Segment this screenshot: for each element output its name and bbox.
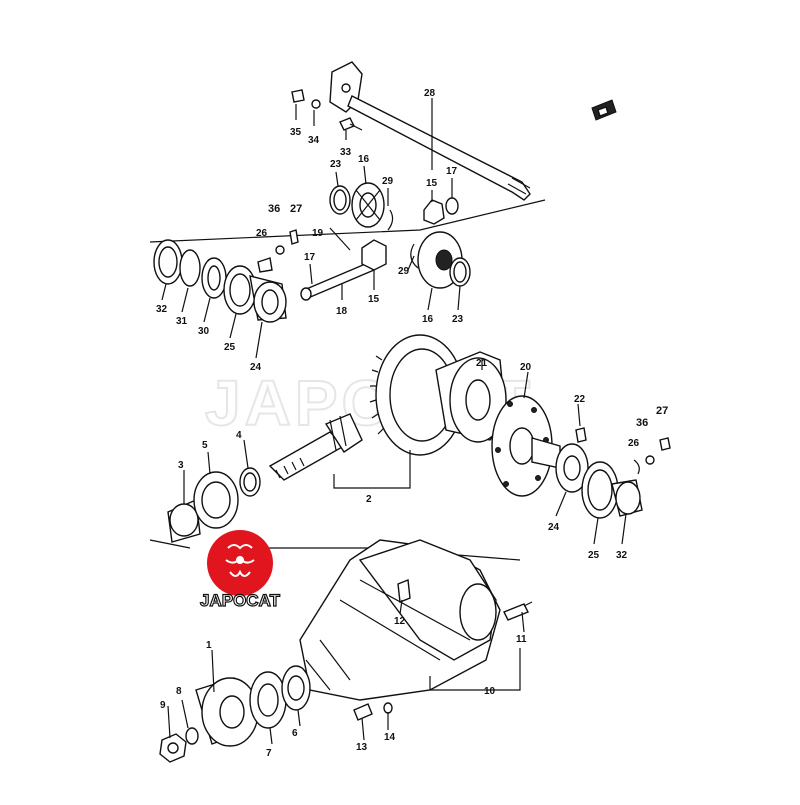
callout-8: 8: [176, 686, 182, 697]
callout-33: 33: [340, 147, 352, 158]
callout-36-left: 36: [268, 203, 280, 215]
callout-32-right: 32: [616, 550, 628, 561]
callout-23-lower: 23: [452, 314, 464, 325]
connector-top-right: [591, 99, 617, 121]
callout-25-right: 25: [588, 550, 600, 561]
callout-16-lower: 16: [422, 314, 434, 325]
callout-11: 11: [516, 634, 527, 645]
ring-gear-and-case: [369, 334, 671, 519]
callout-31: 31: [176, 316, 188, 327]
callout-16-top: 16: [358, 154, 370, 165]
logo-text: JAPOCAT: [200, 591, 281, 610]
callout-34: 34: [308, 135, 320, 146]
callout-17-lower: 17: [304, 252, 316, 263]
axle-shaft: [329, 61, 531, 201]
callout-18: 18: [336, 306, 348, 317]
callout-23-top: 23: [330, 159, 342, 170]
leader-lines: [161, 98, 627, 745]
callout-6: 6: [292, 728, 298, 739]
callout-2: 2: [366, 494, 372, 505]
callout-35: 35: [290, 127, 302, 138]
small-hardware-top: [291, 89, 363, 131]
callout-17-top: 17: [446, 166, 458, 177]
callout-27-left: 27: [290, 203, 302, 215]
left-bearing-assembly: [153, 229, 299, 323]
callout-26-left: 26: [256, 228, 268, 239]
callout-7: 7: [266, 748, 272, 759]
callout-27-right: 27: [656, 405, 668, 417]
callout-25-left: 25: [224, 342, 236, 353]
callout-30: 30: [198, 326, 210, 337]
differential-gears: [300, 182, 471, 301]
callout-24-left: 24: [250, 362, 262, 373]
diff-carrier-housing: [299, 539, 533, 721]
callout-13: 13: [356, 742, 368, 753]
callout-29-top: 29: [382, 176, 394, 187]
callout-15-lower: 15: [368, 294, 380, 305]
callout-26-right: 26: [628, 438, 640, 449]
callout-5: 5: [202, 440, 208, 451]
callout-numbers: 28 35 34 33 23 16 29 15 17 36 27 26 19 1…: [156, 88, 668, 759]
callout-32-left: 32: [156, 304, 168, 315]
callout-4: 4: [236, 430, 242, 441]
callout-19: 19: [312, 228, 324, 239]
callout-15-top: 15: [426, 178, 438, 189]
japocat-logo: JAPOCAT: [199, 530, 281, 611]
callout-29-lower: 29: [398, 266, 410, 277]
companion-flange-assembly: [159, 665, 311, 763]
callout-12: 12: [394, 616, 406, 627]
callout-20: 20: [520, 362, 532, 373]
callout-21: 21: [476, 358, 488, 369]
callout-28: 28: [424, 88, 436, 99]
callout-24-right: 24: [548, 522, 560, 533]
callout-3: 3: [178, 460, 184, 471]
callout-22: 22: [574, 394, 586, 405]
callout-36-right: 36: [636, 417, 648, 429]
callout-10: 10: [484, 686, 496, 697]
drive-pinion: [167, 413, 411, 543]
logo-emblem-icon: [225, 544, 255, 577]
callout-1: 1: [206, 640, 212, 651]
callout-14: 14: [384, 732, 396, 743]
callout-9: 9: [160, 700, 166, 711]
